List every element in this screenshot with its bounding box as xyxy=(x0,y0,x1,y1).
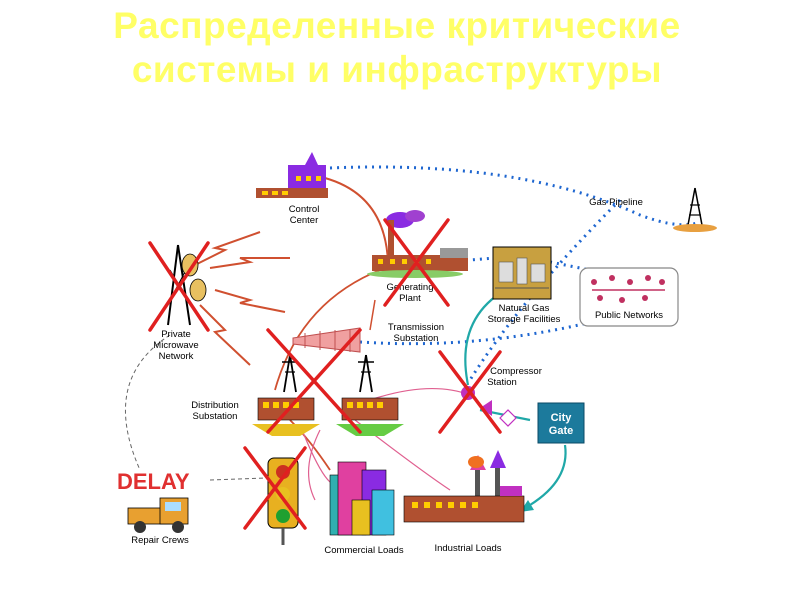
generating-plant-label-1: Generating xyxy=(386,282,433,293)
private-microwave-label-3: Network xyxy=(159,351,194,362)
distribution-substation-label-2: Substation xyxy=(193,411,238,422)
control-center-node: Control Center xyxy=(256,152,328,226)
tower-to-transmission-line xyxy=(369,299,376,331)
gas-pipeline-line xyxy=(329,165,701,227)
repair-crew-dashed-line xyxy=(125,334,171,471)
repair-crews-truck: Repair Crews xyxy=(127,497,189,546)
citygate-to-industrial-flow xyxy=(529,444,567,506)
transmission-substation-label-1: Transmission xyxy=(388,322,444,333)
public-networks-label: Public Networks xyxy=(595,310,663,321)
distribution-to-commercial-line xyxy=(289,419,331,471)
repair-crews-label: Repair Crews xyxy=(131,535,189,546)
industrial-loads-label: Industrial Loads xyxy=(434,543,501,554)
commercial-loads-node: Commercial Loads xyxy=(324,461,404,556)
distribution-substation-left xyxy=(252,397,320,436)
power-tower-left xyxy=(282,354,298,393)
delay-label: DELAY xyxy=(117,469,190,494)
crew-to-traffic-dashed-line xyxy=(209,477,266,481)
city-gate-label-1: City xyxy=(551,412,573,424)
microwave-link-2 xyxy=(209,257,290,269)
distribution-to-commercial-line-2 xyxy=(307,429,321,501)
natural-gas-storage-label-1: Natural Gas xyxy=(499,303,550,314)
transmission-substation-label-2: Substation xyxy=(394,333,439,344)
compressor-station-label-1: Compressor xyxy=(490,366,542,377)
control-center-label-1: Control xyxy=(289,204,320,215)
natural-gas-storage-node: Natural Gas Storage Facilities xyxy=(488,246,561,325)
failure-x-distribution-icon xyxy=(266,328,362,434)
distribution-substation-right xyxy=(336,397,404,436)
transmission-substation-node: Transmission Substation xyxy=(292,322,444,353)
industrial-loads-node: Industrial Loads xyxy=(403,450,525,554)
gas-pipeline-label: Gas Pipeline xyxy=(589,197,643,208)
failure-x-traffic-light-icon xyxy=(243,446,307,530)
microwave-link-3 xyxy=(214,289,286,313)
commercial-loads-label: Commercial Loads xyxy=(324,545,403,556)
generating-plant-node: Generating Plant xyxy=(367,210,468,304)
failure-x-generating-plant-icon xyxy=(383,218,450,307)
control-to-plant-line xyxy=(324,177,389,263)
connections xyxy=(125,165,701,512)
gas-well-node: Gas Pipeline xyxy=(589,187,717,232)
failure-x-compressor-icon xyxy=(438,350,502,434)
failure-x-microwave-icon xyxy=(148,241,210,332)
generating-plant-label-2: Plant xyxy=(399,293,421,304)
power-tower-right xyxy=(358,354,374,393)
distribution-substation-label-1: Distribution xyxy=(191,400,239,411)
compressor-station-label-2: Station xyxy=(487,377,517,388)
city-gate-label-2: Gate xyxy=(549,425,573,437)
microwave-link-1 xyxy=(194,231,261,266)
page-title-line-2: системы и инфраструктуры xyxy=(131,49,663,90)
plant-to-distribution-line xyxy=(274,267,386,391)
microwave-tower-node: Private Microwave Network xyxy=(153,244,207,362)
public-networks-node: Public Networks xyxy=(579,267,679,327)
microwave-link-4 xyxy=(199,304,251,366)
private-microwave-label-1: Private xyxy=(161,329,191,340)
private-microwave-label-2: Microwave xyxy=(153,340,198,351)
gas-pipeline-to-compressor xyxy=(468,198,622,381)
city-gate-node: City Gate xyxy=(537,402,585,444)
transmission-to-public-line xyxy=(359,318,601,346)
page-title-line-1: Распределенные критические xyxy=(113,5,681,46)
natural-gas-storage-label-2: Storage Facilities xyxy=(488,314,561,325)
failure-marks xyxy=(148,218,502,530)
control-center-label-2: Center xyxy=(290,215,319,226)
